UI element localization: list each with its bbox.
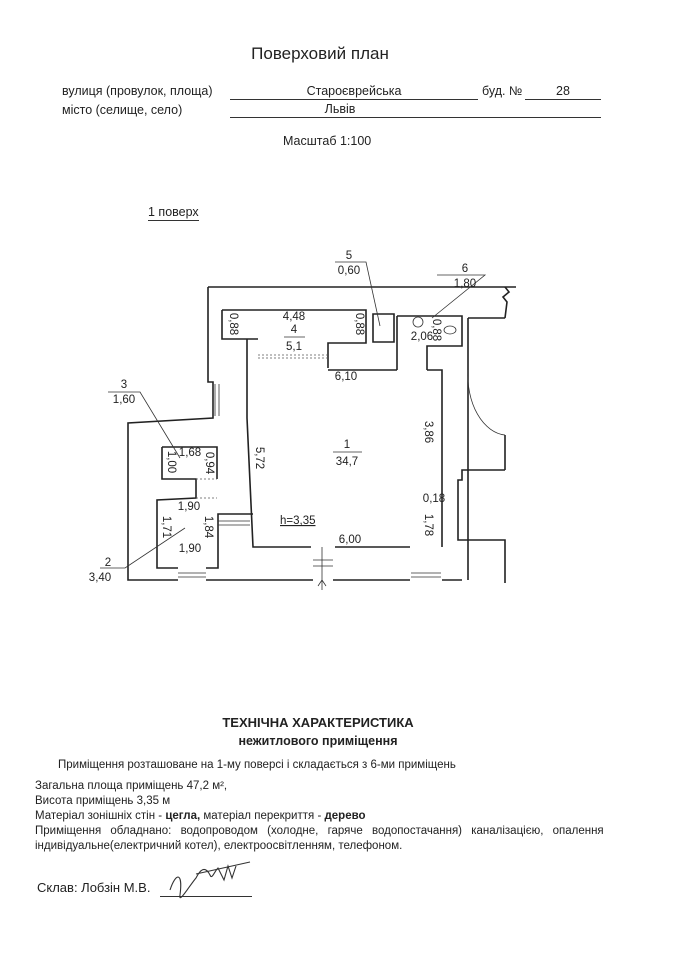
dimension: 1,84 <box>202 516 214 539</box>
room-6-area: 1,80 <box>454 278 476 290</box>
tech-area: Загальна площа приміщень 47,2 м², <box>35 780 228 792</box>
sink-icon <box>412 316 424 328</box>
dimension: 0,88 <box>227 313 239 335</box>
room-2-area: 3,40 <box>89 572 111 584</box>
dimension: 0,94 <box>203 452 215 475</box>
building-underline <box>525 99 601 100</box>
dimension: 1,78 <box>422 514 434 536</box>
scale-label: Масштаб 1:100 <box>283 134 372 148</box>
room-6-wall <box>396 315 463 370</box>
entrance-door <box>313 547 333 590</box>
tech-subtitle: нежитлового приміщення <box>238 734 398 748</box>
leader-lines <box>100 261 487 569</box>
door-arc <box>467 369 506 436</box>
room-3-number: 3 <box>121 379 127 391</box>
dimension: 1,90 <box>179 543 201 555</box>
city-underline <box>230 117 601 118</box>
outer-wall <box>127 286 516 581</box>
signature-line <box>160 896 252 897</box>
room-4-area: 5,1 <box>286 341 302 353</box>
dimension: 4,48 <box>283 311 305 323</box>
ceiling-height: h=3,35 <box>280 515 316 527</box>
room-5-area: 0,60 <box>338 265 360 277</box>
tech-intro: Приміщення розташоване на 1-му поверсі і… <box>58 759 456 771</box>
material-mid: матеріал перекриття - <box>200 810 325 822</box>
composed-by: Склав: Лобзін М.В. <box>37 880 151 895</box>
room-1-number: 1 <box>344 439 350 451</box>
city-value: Львів <box>324 102 356 116</box>
room-4-number: 4 <box>291 324 298 336</box>
material-prefix: Матеріал зонішніх стін - <box>35 810 166 822</box>
dimension: 2,06 <box>411 331 433 343</box>
toilet-icon <box>443 325 457 335</box>
room-1-wall <box>246 369 443 548</box>
opening <box>258 354 328 359</box>
tech-materials: Матеріал зонішніх стін - цегла, матеріал… <box>35 810 366 822</box>
street-value: Староєврейська <box>306 84 402 98</box>
room-5-wall <box>372 313 395 343</box>
dimension: 1,90 <box>178 501 200 513</box>
dimension: 1,71 <box>160 516 172 538</box>
wall-material: цегла, <box>165 810 201 822</box>
dimension: 6,10 <box>335 371 357 383</box>
floor-label: 1 поверх <box>148 205 199 221</box>
building-value: 28 <box>556 84 570 98</box>
dimension: 0,18 <box>423 493 445 505</box>
tech-title: ТЕХНІЧНА ХАРАКТЕРИСТИКА <box>222 715 414 730</box>
page-title: Поверховий план <box>251 44 389 63</box>
dimension: 1,68 <box>179 447 201 459</box>
room-1-area: 34,7 <box>336 456 358 468</box>
room-2-number: 2 <box>105 557 111 569</box>
dimension: 6,00 <box>339 534 361 546</box>
street-underline <box>230 99 478 100</box>
dimension: 0,88 <box>430 319 442 341</box>
window <box>178 384 441 578</box>
floor-material: дерево <box>324 810 366 822</box>
building-label: буд. № <box>482 84 523 98</box>
dimension: 0,88 <box>353 313 365 335</box>
dimension: 5,72 <box>253 447 265 469</box>
tech-equipment-1: Приміщення обладнано: водопроводом (холо… <box>35 825 604 837</box>
signature <box>169 861 251 899</box>
street-label: вулиця (провулок, площа) <box>62 84 213 98</box>
right-structure <box>467 286 511 580</box>
tech-equipment-2: індивідуальне(електричний котел), електр… <box>35 840 403 852</box>
room-4-wall <box>221 309 367 418</box>
room-6-number: 6 <box>462 263 468 275</box>
dimension: 3,86 <box>422 421 434 443</box>
right-stepped-wall <box>457 435 506 583</box>
room-5-number: 5 <box>346 250 352 262</box>
dimension: 1,00 <box>165 451 177 473</box>
room-3-area: 1,60 <box>113 394 135 406</box>
city-label: місто (селище, село) <box>62 103 183 117</box>
tech-height: Висота приміщень 3,35 м <box>35 795 171 807</box>
opening <box>196 478 217 499</box>
